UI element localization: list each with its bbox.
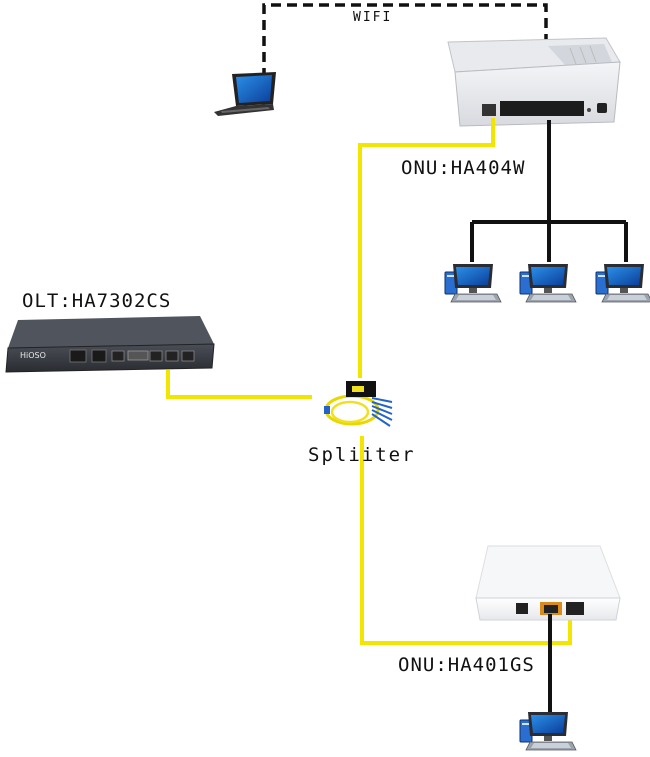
olt-ha7302cs-device: HiOSO: [5, 316, 215, 373]
olt-label: OLT:HA7302CS: [22, 290, 171, 312]
fiber-links: [166, 118, 572, 645]
onu-top-label: ONU:HA404W: [401, 157, 525, 179]
wifi-label: WIFI: [353, 10, 392, 25]
splitter-device: [312, 378, 397, 436]
computer-icon-1: [444, 263, 502, 303]
laptop-icon: [214, 72, 276, 116]
olt-brand-logo: HiOSO: [20, 351, 46, 360]
ethernet-tree-top: [470, 120, 628, 262]
onu-bottom-label: ONU:HA401GS: [398, 654, 535, 676]
wifi-link: [262, 3, 548, 78]
onu-ha401gs-device: [475, 545, 621, 621]
splitter-label: Spliiter: [308, 444, 416, 466]
computer-icon-2: [519, 263, 577, 303]
onu-ha404w-device: [447, 37, 621, 127]
computer-icon-4: [519, 711, 577, 751]
computer-icon-3: [595, 263, 650, 303]
